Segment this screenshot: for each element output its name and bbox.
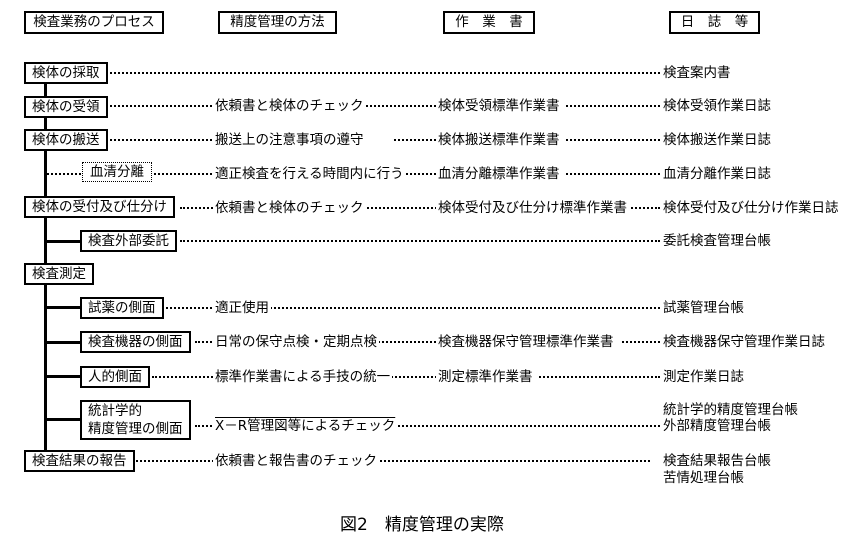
header-process: 検査業務のプロセス [24,11,164,34]
method: 標準作業書による手技の統一 [213,369,393,385]
process-serum-separation: 血清分離 [82,162,152,182]
log: 試薬管理台帳 [661,300,746,316]
row-connector [110,105,660,107]
header-method: 精度管理の方法 [218,11,337,34]
log: 委託検査管理台帳 [661,233,773,249]
process-line: 精度管理の側面 [88,421,183,437]
workbook: 検査機器保守管理標準作業書 [436,334,620,350]
method: 搬送上の注意事項の遵守 [213,132,394,148]
process-sample-receipt: 検体の受領 [24,96,108,118]
row-connector [180,207,660,209]
method: 日常の保守点検・定期点検 [213,334,379,350]
process-reception-sorting: 検体の受付及び仕分け [24,196,175,218]
log: 血清分離作業日誌 [661,166,773,182]
branch-dotted [47,173,81,175]
log: 測定作業日誌 [661,369,746,385]
workbook: 検体搬送標準作業書 [436,132,566,148]
log: 統計学的精度管理台帳 [661,402,800,418]
row-connector [136,460,650,462]
workbook: 検体受付及び仕分け標準作業書 [436,200,629,216]
process-instrument-aspect: 検査機器の側面 [80,331,191,353]
method: 依頼書と報告書のチェック [213,453,379,469]
header-log: 日 誌 等 [669,11,760,34]
log: 検体搬送作業日誌 [661,132,773,148]
log: 検査結果報告台帳 [661,453,773,469]
method: 依頼書と検体のチェック [213,200,366,216]
row-connector [195,425,660,427]
branch-line [45,240,81,243]
row-connector [152,376,660,378]
log: 苦情処理台帳 [661,470,746,486]
method: 適正使用 [213,300,271,316]
method: 依頼書と検体のチェック [213,98,366,114]
workbook: 測定標準作業書 [436,369,539,385]
process-line: 統計学的 [88,403,142,419]
branch-line [45,418,81,421]
process-statistical-qc-aspect: 統計学的 精度管理の側面 [80,400,191,440]
row-connector [195,341,660,343]
branch-line [45,341,81,344]
method-text: X－R管理図等によるチェック [215,418,396,434]
header-workbook: 作 業 書 [443,11,535,34]
log: 外部精度管理台帳 [661,418,773,434]
process-measurement: 検査測定 [24,263,94,285]
workbook: 検体受領標準作業書 [436,98,566,114]
figure-caption: 図2 精度管理の実際 [340,515,504,535]
row-connector [154,173,660,175]
method: X－R管理図等によるチェック [213,418,398,434]
row-connector [180,240,660,242]
log: 検査機器保守管理作業日誌 [661,334,827,350]
log: 検体受領作業日誌 [661,98,773,114]
process-reagent-aspect: 試薬の側面 [80,297,164,319]
process-sample-transport: 検体の搬送 [24,129,108,151]
log: 検体受付及び仕分け作業日誌 [661,200,841,216]
log: 検査案内書 [661,65,733,81]
row-connector [166,307,660,309]
process-external-outsourcing: 検査外部委託 [80,230,177,252]
row-connector [110,72,660,74]
branch-line [45,375,81,378]
branch-line [45,306,81,309]
process-human-aspect: 人的側面 [80,366,150,388]
process-result-report: 検査結果の報告 [24,450,135,472]
process-sample-collection: 検体の採取 [24,62,108,84]
method: 適正検査を行える時間内に行う [213,166,406,182]
workbook: 血清分離標準作業書 [436,166,566,182]
